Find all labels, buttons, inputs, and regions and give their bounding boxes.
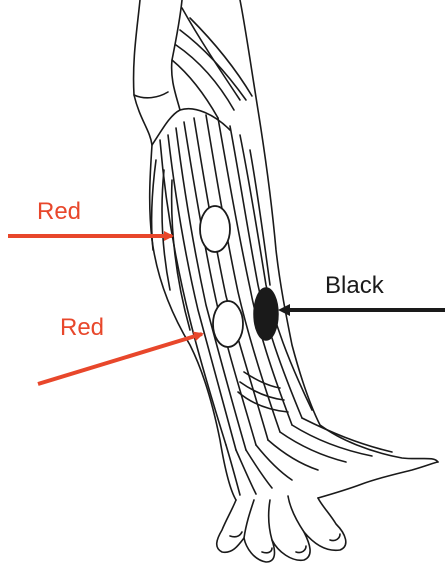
hand-outline — [217, 498, 346, 562]
label-red-upper: Red — [37, 198, 81, 225]
red-arrow-lower — [38, 334, 202, 384]
black-electrode — [254, 288, 278, 340]
label-black: Black — [325, 272, 385, 299]
red-electrode-upper — [200, 206, 230, 252]
label-red-lower: Red — [60, 314, 104, 341]
forearm-drawing — [134, 0, 438, 562]
red-electrode-lower — [213, 301, 243, 347]
arm-outline-right — [240, 0, 438, 462]
